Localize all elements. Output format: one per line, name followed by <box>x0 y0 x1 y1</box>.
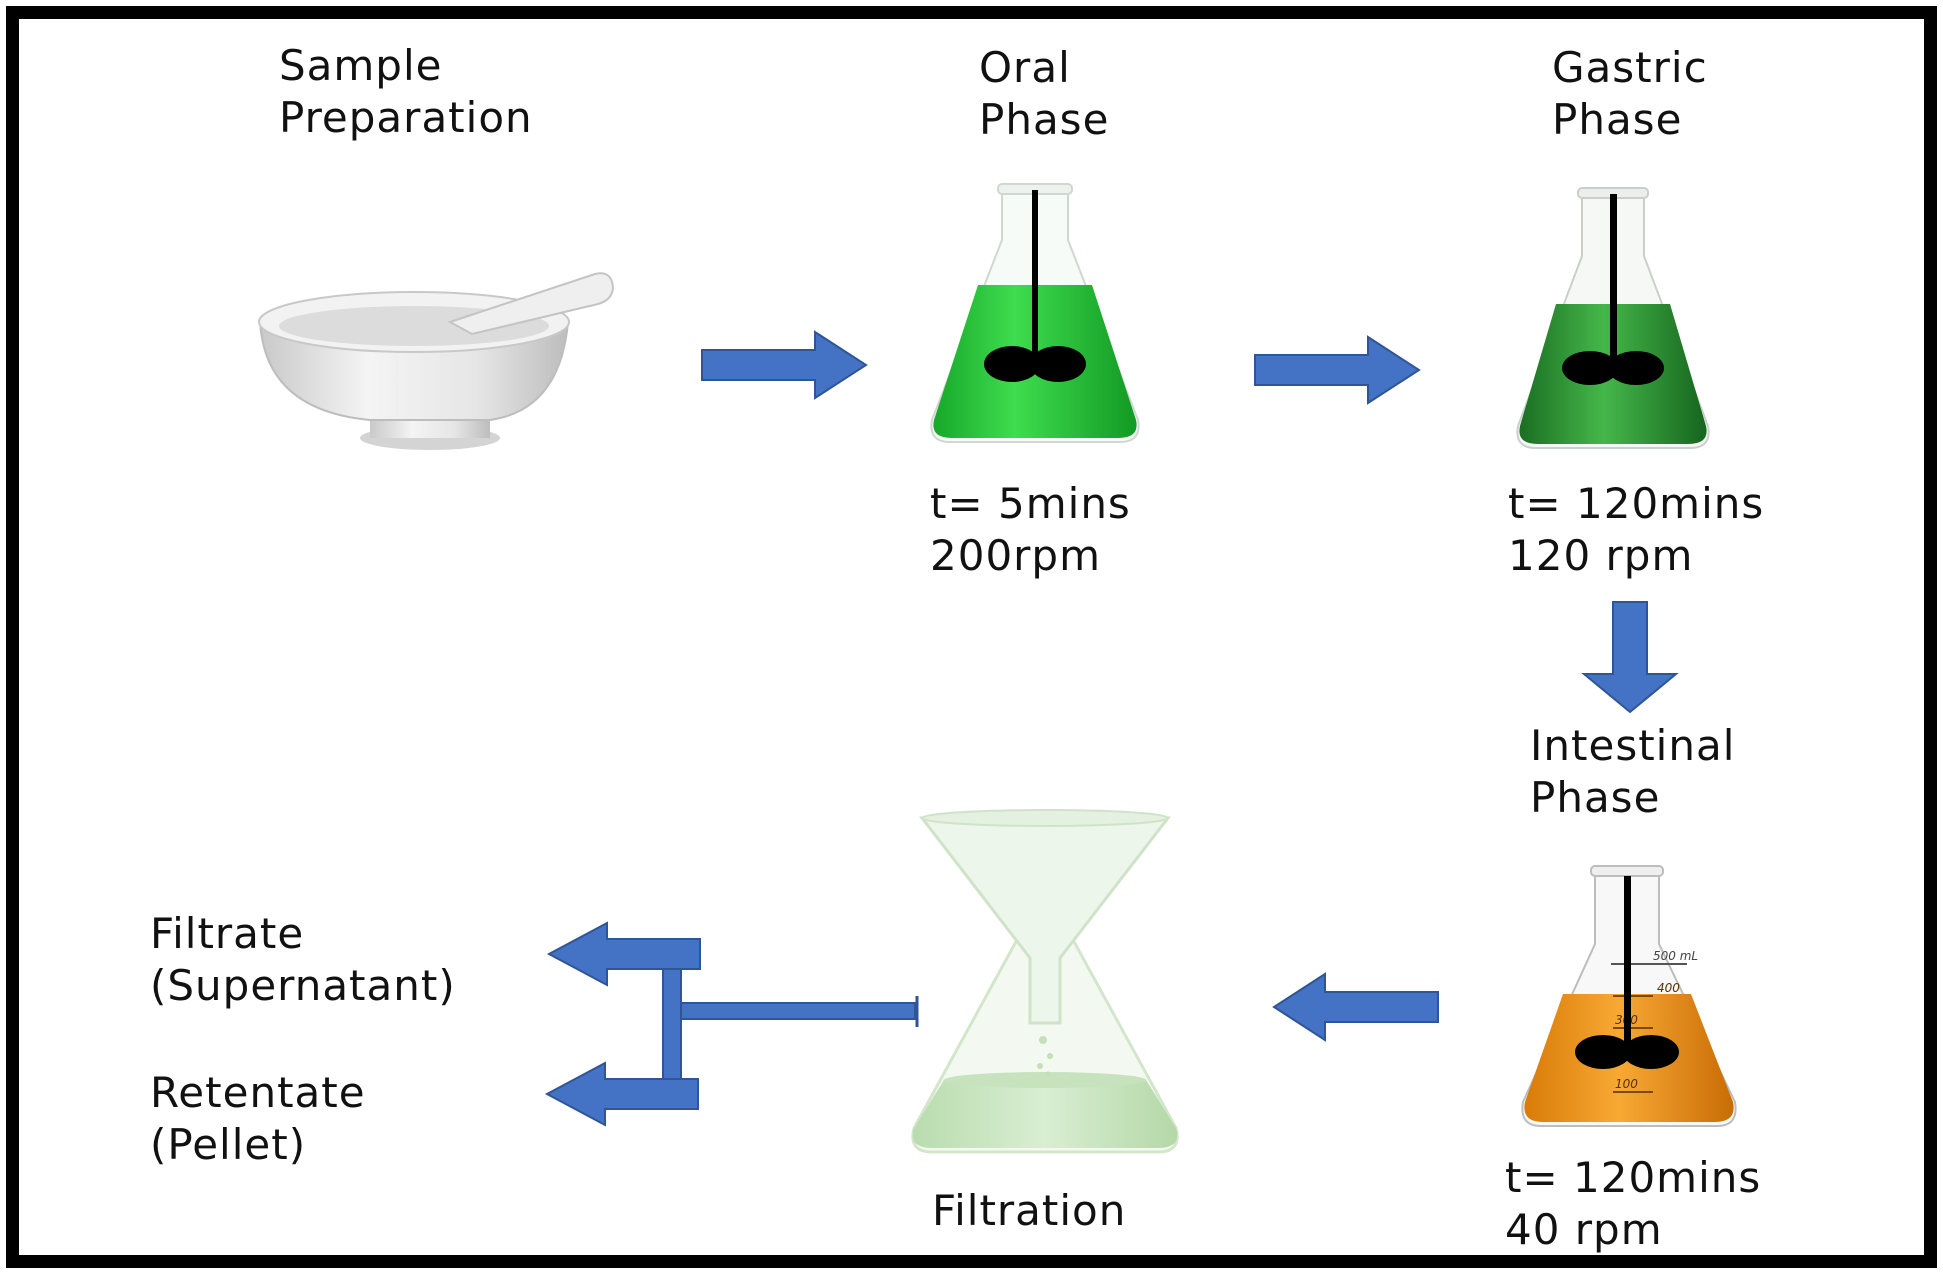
scale-mark-100: 100 <box>1615 1077 1638 1091</box>
mortar-pestle-icon <box>258 272 615 450</box>
gastric-phase-label: Gastric Phase <box>1552 43 1708 144</box>
arrow-sample-to-oral <box>701 330 868 400</box>
filtrate-label: Filtrate (Supernatant) <box>150 909 456 1010</box>
intestinal-phase-conditions: t= 120mins 40 rpm <box>1505 1153 1762 1254</box>
flask-stirrer-icon <box>930 183 1140 443</box>
intestinal-phase-label: Intestinal Phase <box>1530 721 1736 822</box>
scale-mark-400: 400 <box>1657 981 1680 995</box>
retentate-label: Retentate (Pellet) <box>150 1068 366 1169</box>
filter-funnel-flask-icon <box>911 809 1179 1154</box>
oral-phase-label: Oral Phase <box>979 43 1110 144</box>
arrow-oral-to-gastric <box>1254 335 1421 405</box>
filtration-label: Filtration <box>932 1186 1127 1235</box>
arrow-gastric-to-intestinal <box>1581 601 1679 714</box>
oral-phase-conditions: t= 5mins 200rpm <box>930 479 1131 580</box>
sample-preparation-label: Sample Preparation <box>279 41 533 142</box>
scale-mark-500: 500 mL <box>1653 949 1698 963</box>
graduated-flask-icon: 500 mL 400 300 200 100 <box>1521 865 1737 1127</box>
output-split-connector <box>544 921 919 1127</box>
gastric-phase-conditions: t= 120mins 120 rpm <box>1508 479 1765 580</box>
arrow-intestinal-to-filtration <box>1272 972 1439 1042</box>
flask-stirrer-icon <box>1516 187 1710 449</box>
